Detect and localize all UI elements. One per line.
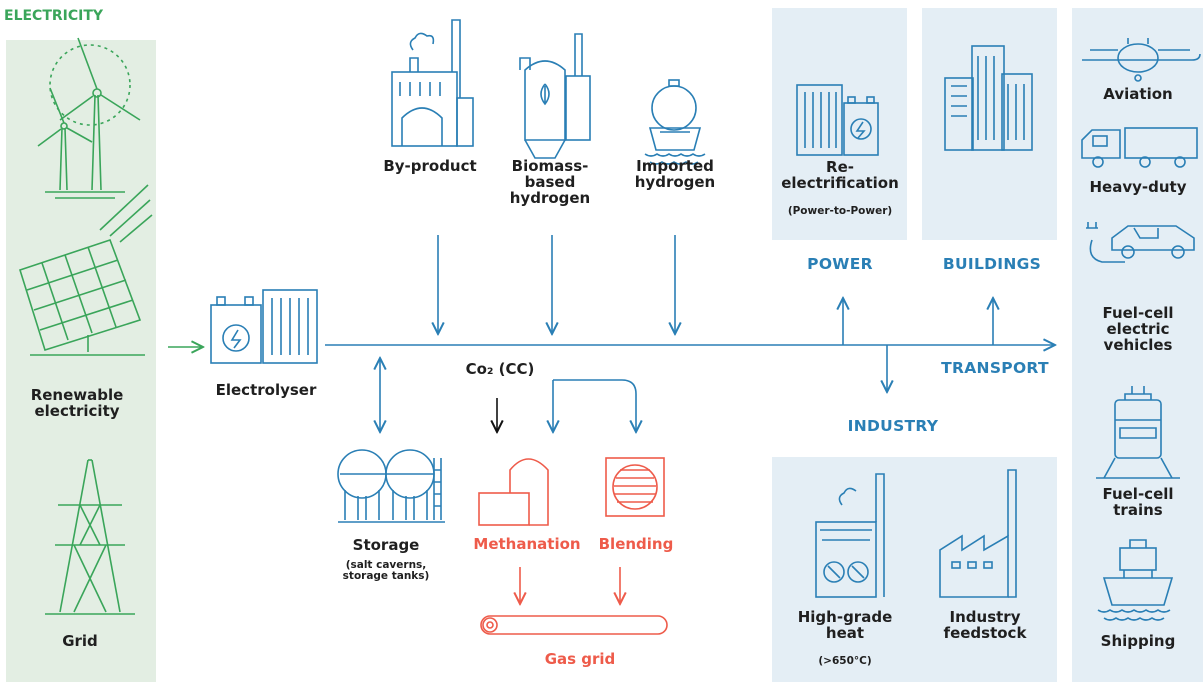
electrolyser-label: Electrolyser: [215, 381, 317, 399]
blending-arrow: [553, 379, 636, 432]
blending-icon: [605, 457, 665, 517]
storage-subtitle: (salt caverns, storage tanks): [342, 559, 430, 583]
shipping-label: Shipping: [1100, 632, 1176, 650]
industry-feedstock-icon: [939, 469, 1017, 598]
renewable-electricity-label: Renewable electricity: [30, 386, 124, 420]
electrolyser-icon: [210, 289, 318, 364]
wind-turbine-icon: [37, 37, 141, 199]
methanation-icon: [478, 458, 549, 526]
heat-temperature-label: (>650°C): [818, 655, 872, 667]
industry-panel: [772, 457, 1057, 682]
electricity-heading: ELECTRICITY: [4, 8, 104, 24]
transport-sector-label: TRANSPORT: [941, 359, 1049, 377]
biomass-plant-icon: [519, 33, 591, 159]
storage-label: Storage: [352, 536, 420, 554]
lng-ship-icon: [644, 79, 706, 165]
storage-tanks-icon: [337, 449, 445, 523]
fuel-cell-trains-label: Fuel-cell trains: [1102, 485, 1174, 519]
buildings-sector-label: BUILDINGS: [942, 255, 1042, 273]
power-sector-label: POWER: [807, 255, 873, 273]
industry-sector-label: INDUSTRY: [847, 417, 939, 435]
truck-icon: [1081, 127, 1198, 168]
heavy-duty-label: Heavy-duty: [1089, 178, 1187, 196]
high-grade-heat-label: High-grade heat: [797, 608, 893, 642]
grid-label: Grid: [62, 632, 98, 650]
industry-feedstock-label: Industry feedstock: [943, 608, 1027, 642]
factory-icon: [391, 19, 474, 147]
gas-grid-label: Gas grid: [544, 650, 616, 668]
buildings-panel: [922, 8, 1057, 240]
biomass-hydrogen-label: Biomass-based hydrogen: [509, 157, 591, 207]
imported-hydrogen-label: Imported hydrogen: [634, 157, 716, 191]
solar-panel-icon: [19, 184, 153, 356]
transmission-tower-icon: [45, 459, 135, 615]
airplane-icon: [1082, 38, 1201, 82]
train-icon: [1096, 386, 1180, 479]
buildings-icon: [944, 45, 1033, 151]
re-electrification-label: Re-electrification: [781, 158, 899, 192]
power-plant-icon: [796, 84, 879, 156]
flow-arrows: [168, 235, 1055, 604]
blending-label: Blending: [598, 535, 674, 553]
fuel-cell-vehicles-label: Fuel-cell electric vehicles: [1102, 304, 1174, 354]
electricity-panel: [6, 40, 156, 682]
by-product-label: By-product: [383, 157, 477, 175]
aviation-label: Aviation: [1103, 85, 1173, 103]
fuel-cell-car-icon: [1086, 222, 1195, 263]
gas-pipe-icon: [480, 615, 668, 635]
co2-label: Co₂ (CC): [465, 360, 535, 378]
high-grade-heat-icon: [815, 473, 885, 598]
methanation-label: Methanation: [473, 535, 581, 553]
ship-icon: [1097, 539, 1174, 621]
power-panel: [772, 8, 907, 240]
power-to-power-label: (Power-to-Power): [787, 205, 893, 217]
